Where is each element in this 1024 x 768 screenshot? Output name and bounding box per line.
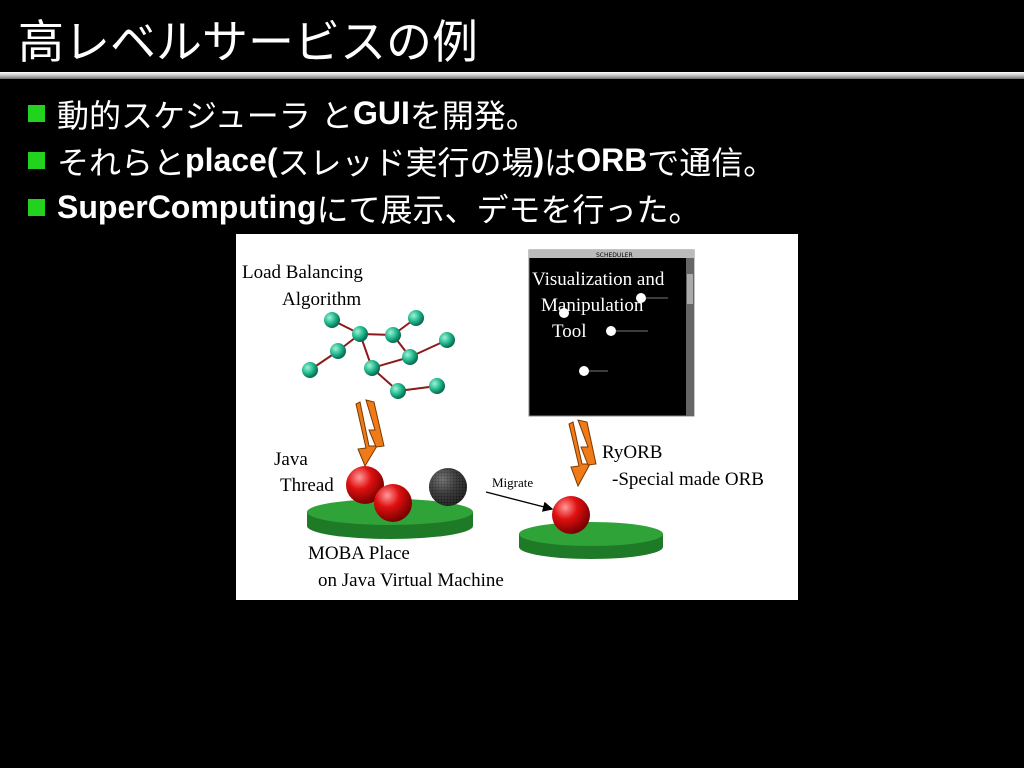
vis-node xyxy=(606,326,616,336)
bullet-text-bold: SuperComputing xyxy=(57,189,317,225)
bidirectional-arrow-icon xyxy=(355,399,385,468)
bullet-text-pre: 動的スケジューラ と xyxy=(57,96,353,135)
bullet-text-post: を開発。 xyxy=(409,96,538,135)
bullet-square-icon xyxy=(28,152,45,169)
graph-node xyxy=(330,343,346,359)
migrate-label: Migrate xyxy=(492,475,533,490)
architecture-diagram: Load Balancing Algorithm xyxy=(242,249,764,591)
java-label: Java xyxy=(274,449,308,470)
graph-edges xyxy=(309,317,448,392)
special-orb-label: -Special made ORB xyxy=(612,469,764,490)
bidirectional-arrow-icon xyxy=(568,419,597,488)
graph-nodes xyxy=(302,310,455,399)
bullet-text-post: にて展示、デモを行った。 xyxy=(316,190,701,229)
java-thread-sphere xyxy=(346,466,384,504)
java-thread-sphere xyxy=(552,496,590,534)
bullet-text-bold: place( xyxy=(185,142,278,178)
bullet-item: 動的スケジューラ と GUI を開発。 xyxy=(28,90,775,137)
vis-label-line2: Manipulation xyxy=(541,295,644,316)
vis-label-line3: Tool xyxy=(552,321,587,342)
bullet-text-post: で通信。 xyxy=(647,143,776,182)
graph-node xyxy=(402,349,418,365)
title-divider xyxy=(0,72,1024,79)
vis-window-title: SCHEDULER xyxy=(596,252,633,259)
bullet-text-pre: それらと xyxy=(57,143,186,182)
graph-node xyxy=(302,362,318,378)
bullet-text-bold: ORB xyxy=(576,142,648,178)
graph-node xyxy=(352,326,368,342)
vis-label-line1: Visualization and xyxy=(532,269,665,290)
slide-title: 高レベルサービスの例 xyxy=(18,15,478,69)
migrate-arrow-icon xyxy=(485,491,554,512)
bullet-text-bold: GUI xyxy=(352,95,410,131)
graph-node xyxy=(408,310,424,326)
thread-label: Thread xyxy=(280,475,334,496)
vis-node xyxy=(579,366,589,376)
moba-place-label: MOBA Place xyxy=(308,543,410,564)
graph-node xyxy=(385,327,401,343)
bullet-square-icon xyxy=(28,105,45,122)
bullet-item: SuperComputing にて展示、デモを行った。 xyxy=(28,184,775,231)
moba-place-platform xyxy=(519,522,663,559)
java-thread-sphere xyxy=(374,484,412,522)
graph-node xyxy=(364,360,380,376)
moba-place-platform xyxy=(307,499,473,539)
bullet-list: 動的スケジューラ と GUI を開発。 それらと place(スレッド実行の場)… xyxy=(28,90,775,231)
graph-node xyxy=(390,383,406,399)
vis-node xyxy=(559,308,569,318)
algorithm-label: Algorithm xyxy=(282,289,361,310)
graph-node xyxy=(429,378,445,394)
bullet-text-post: は xyxy=(544,143,577,182)
bullet-square-icon xyxy=(28,199,45,216)
load-balancing-label: Load Balancing xyxy=(242,262,363,283)
jvm-label: on Java Virtual Machine xyxy=(318,570,504,591)
visualization-tool-window: SCHEDULER Visualization and Manipulation… xyxy=(528,249,695,417)
ryorb-label: RyORB xyxy=(602,442,662,463)
bullet-text-bold: ) xyxy=(533,142,545,178)
architecture-figure: Load Balancing Algorithm xyxy=(236,234,798,600)
graph-node xyxy=(439,332,455,348)
graph-node xyxy=(324,312,340,328)
bullet-text-mid: スレッド実行の場 xyxy=(277,143,534,182)
vis-node xyxy=(636,293,646,303)
